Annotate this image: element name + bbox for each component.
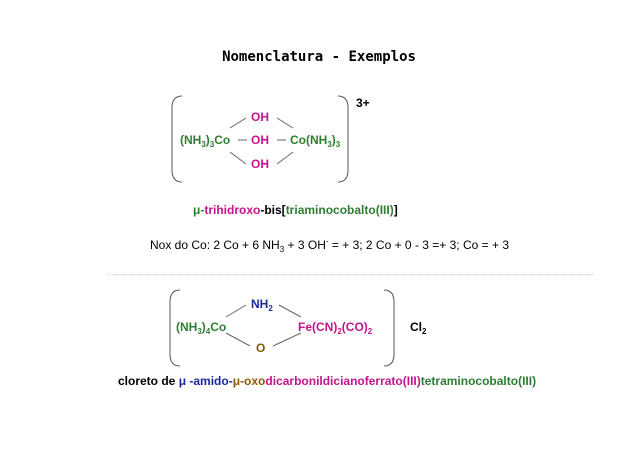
- ex2-right-sub: 2: [337, 327, 342, 336]
- ex1-name-mu: μ-: [193, 203, 205, 217]
- ex2-counter-text: Cl: [410, 320, 422, 334]
- ex2-right-cyano: Fe(CN): [298, 320, 338, 334]
- section-divider: [108, 274, 593, 275]
- ex1-name-bridge: trihidroxo: [204, 203, 261, 217]
- ex1-charge: 3+: [356, 96, 370, 110]
- ex1-right-paren: ): [331, 133, 336, 147]
- ex2-bridge-top: NH2: [251, 297, 273, 313]
- ex1-left-sub: 3: [201, 140, 206, 149]
- ex2-left-sub: 3: [197, 327, 202, 336]
- ex1-bridge-mid: OH: [251, 133, 269, 147]
- ex2-right-bracket: [383, 289, 395, 367]
- ex1-right-count: 3: [335, 140, 341, 149]
- ex2-name-amido: -amido-: [186, 374, 233, 388]
- ex2-bridge-bot: O: [256, 341, 266, 355]
- ex1-left-count: 3: [209, 140, 215, 149]
- ex2-left-complex: (NH3)4Co: [176, 320, 227, 336]
- ex2-left-paren: ): [201, 320, 206, 334]
- nox-part-2: + 3 OH: [284, 238, 326, 252]
- ex1-left-paren: ): [205, 133, 210, 147]
- ex2-right-complex: Fe(CN)2(CO)2: [298, 320, 373, 336]
- ex1-name-bis: -bis[: [260, 203, 286, 217]
- ex1-left-ligand: (NH: [180, 133, 202, 147]
- ex2-left-bracket: [169, 289, 181, 367]
- ex1-right-sub: 3: [327, 140, 332, 149]
- ex2-counter-ion: Cl2: [410, 320, 427, 336]
- ex2-bridge-top-sub: 2: [268, 304, 273, 313]
- ex2-left-count: 4: [205, 327, 211, 336]
- ex2-bond-bot-right: [272, 332, 302, 347]
- nox-sup: -: [325, 237, 329, 246]
- ex2-name: cloreto de μ -amido-μ-oxodicarbonildicia…: [118, 374, 536, 388]
- ex2-name-cloreto: cloreto de: [118, 374, 179, 388]
- ex2-counter-sub: 2: [422, 327, 427, 336]
- ex2-name-ferrato: dicarbonildicianoferrato(III): [265, 374, 421, 388]
- ex1-right-metal: Co(NH: [290, 133, 328, 147]
- ex2-left-metal: Co: [210, 320, 227, 334]
- ex1-left-metal: Co: [214, 133, 231, 147]
- ex1-bond-top-left: [229, 117, 247, 129]
- ex2-name-cobalto: tetraminocobalto(III): [420, 374, 537, 388]
- ex1-right-bracket: [337, 95, 349, 183]
- nox-part-1: Nox do Co: 2 Co + 6 NH: [150, 238, 280, 252]
- ex2-name-mu1: μ: [178, 374, 187, 388]
- ex1-bond-bot-right: [276, 151, 294, 165]
- ex1-bridge-top: OH: [251, 110, 269, 124]
- ex2-bond-top-left: [225, 304, 247, 318]
- ex1-right-complex: Co(NH3)3: [290, 133, 341, 149]
- ex1-bond-bot-left: [229, 151, 247, 165]
- ex2-right-count: 2: [367, 327, 373, 336]
- ex1-name-metal: triaminocobalto(III): [285, 203, 394, 217]
- ex1-left-complex: (NH3)3Co: [180, 133, 231, 149]
- ex2-bridge-top-text: NH: [251, 297, 269, 311]
- ex1-nox: Nox do Co: 2 Co + 6 NH3 + 3 OH- = + 3; 2…: [150, 237, 509, 254]
- ex1-name: μ-trihidroxo-bis[triaminocobalto(III)]: [193, 203, 398, 217]
- nox-sub: 3: [279, 245, 285, 254]
- nox-part-3: = + 3; 2 Co + 0 - 3 =+ 3; Co = + 3: [328, 238, 509, 252]
- ex2-left-ligand: (NH: [176, 320, 198, 334]
- ex2-bond-top-right: [278, 304, 302, 318]
- ex1-left-bracket: [171, 95, 183, 183]
- ex2-name-mu2: μ: [232, 374, 241, 388]
- ex1-bond-top-right: [276, 117, 294, 129]
- ex1-bridge-bot: OH: [251, 157, 269, 171]
- ex2-name-oxo: -oxo: [240, 374, 266, 388]
- page-title: Nomenclatura - Exemplos: [222, 49, 416, 65]
- ex1-name-close: ]: [393, 203, 398, 217]
- ex2-right-carbonyl: (CO): [341, 320, 368, 334]
- ex2-bond-bot-left: [225, 332, 251, 347]
